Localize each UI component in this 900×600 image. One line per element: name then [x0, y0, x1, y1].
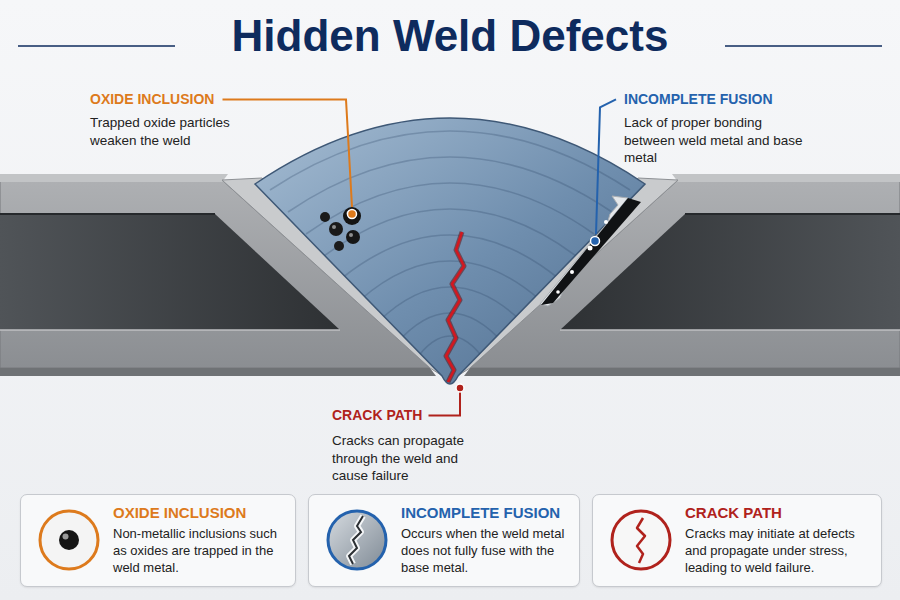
card-text-column: INCOMPLETE FUSION Occurs when the weld me… [401, 504, 569, 576]
diagram-title: Hidden Weld Defects [0, 12, 900, 60]
callout-text: Trapped oxide particles weaken the weld [90, 114, 265, 149]
title-rule [725, 45, 882, 47]
crack-line [446, 232, 464, 382]
card-text-column: OXIDE INCLUSION Non-metallic inclusions s… [113, 504, 285, 576]
callout-heading: CRACK PATH [332, 407, 422, 424]
defect-card: CRACK PATH Cracks may initiate at defects… [592, 494, 882, 587]
callout-text: Lack of proper bonding between weld meta… [624, 114, 804, 167]
card-description: Non-metallic inclusions such as oxides a… [113, 526, 285, 577]
fusion-defect [540, 196, 641, 306]
callout-heading: OXIDE INCLUSION [90, 91, 214, 108]
leader-line [596, 99, 616, 234]
card-heading: CRACK PATH [685, 504, 871, 523]
callout-text: Cracks can propagate through the weld an… [332, 432, 482, 485]
defect-icon [323, 506, 391, 574]
card-description: Occurs when the weld metal does not full… [401, 526, 569, 577]
defect-icon [35, 506, 103, 574]
defect-card: OXIDE INCLUSION Non-metallic inclusions s… [20, 494, 296, 587]
card-text-column: CRACK PATH Cracks may initiate at defects… [685, 504, 871, 576]
card-description: Cracks may initiate at defects and propa… [685, 526, 871, 577]
title-rule [18, 45, 175, 47]
leader-dot [591, 237, 600, 246]
leader-line [223, 99, 353, 207]
card-heading: OXIDE INCLUSION [113, 504, 285, 523]
weld-bead [255, 118, 645, 384]
card-heading: INCOMPLETE FUSION [401, 504, 569, 523]
callout-heading: INCOMPLETE FUSION [624, 91, 773, 108]
leader-dot [456, 384, 464, 392]
leader-dot [348, 210, 357, 219]
defect-card: INCOMPLETE FUSION Occurs when the weld me… [308, 494, 580, 587]
defect-icon [607, 506, 675, 574]
oxide-particles [320, 207, 361, 251]
leader-line [429, 392, 461, 415]
